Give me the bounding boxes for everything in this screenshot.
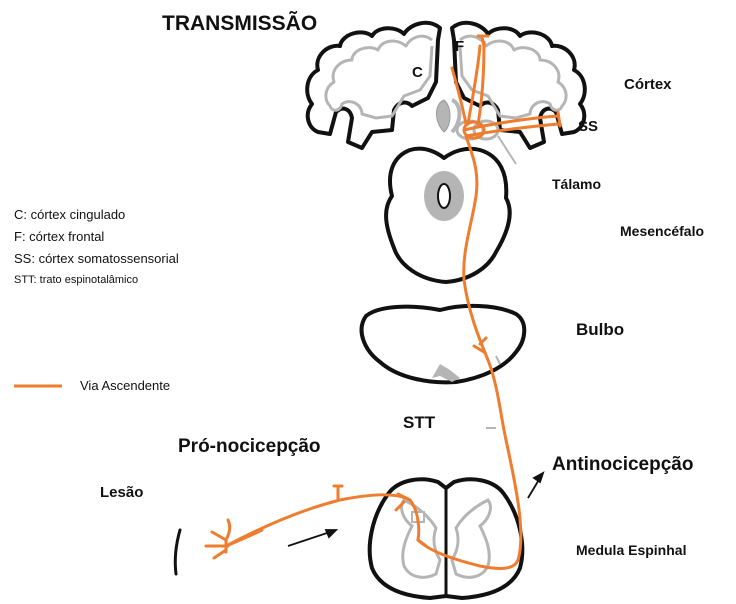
pronociception-label: Pró-nocicepção (178, 436, 321, 458)
thalamus-label: Tálamo (552, 176, 601, 192)
key-c: C: córtex cingulado (14, 207, 125, 222)
key-f: F: córtex frontal (14, 229, 104, 244)
key-ss: SS: córtex somatossensorial (14, 251, 179, 266)
thalamus-pointer (498, 136, 516, 164)
diagram-title: TRANSMISSÃO (162, 12, 317, 36)
spinal-cord (370, 479, 523, 598)
left-hemisphere-outline (307, 23, 440, 148)
skin-mark (175, 530, 180, 574)
antinociception-label: Antinocicepção (552, 454, 693, 476)
left-ventricle (437, 100, 451, 132)
legend-label: Via Ascendente (80, 378, 170, 393)
nociceptor-ending (206, 520, 262, 558)
cortex-label: Córtex (624, 76, 672, 93)
midbrain-label: Mesencéfalo (620, 223, 704, 239)
lesion-label: Lesão (100, 484, 143, 501)
arrow-afferent-head (326, 530, 336, 537)
f-tag: F (455, 38, 464, 55)
brain-cortex (307, 23, 585, 164)
aqueduct (438, 184, 450, 208)
medulla-label: Bulbo (576, 320, 624, 340)
spinal-cord-label: Medula Espinhal (576, 542, 686, 558)
afferent-collateral (334, 486, 342, 500)
key-stt: STT: trato espinotalâmico (14, 274, 138, 286)
arrow-afferent (288, 532, 330, 546)
midbrain (386, 149, 510, 282)
arrow-ascending-head (534, 473, 543, 482)
c-tag: C (412, 64, 423, 81)
stt-label: STT (403, 413, 435, 433)
ss-tag: SS (578, 118, 598, 135)
medulla (362, 306, 525, 382)
